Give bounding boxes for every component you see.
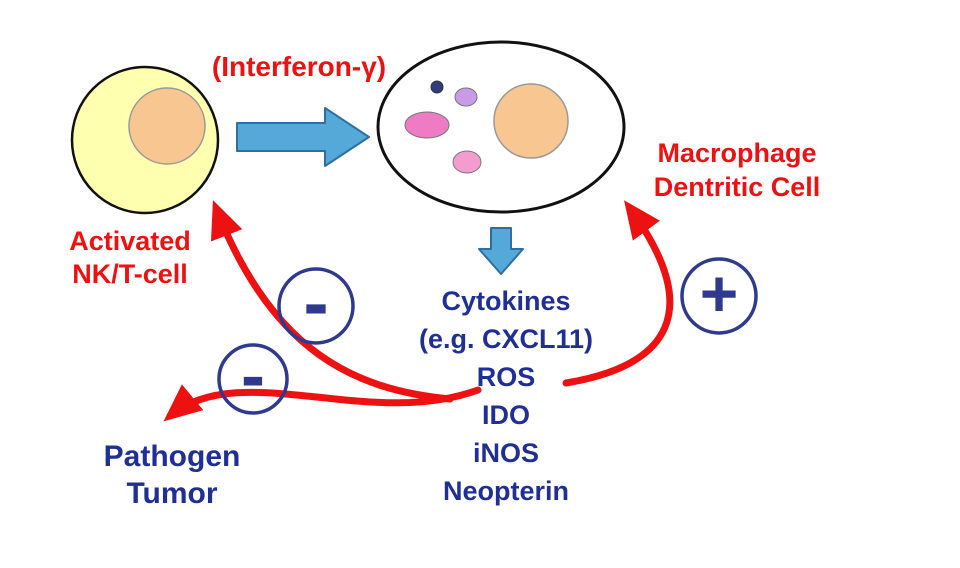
- interferon-gamma-label: (Interferon-γ): [212, 51, 386, 82]
- inhibit-arrow-to-pathogen: [163, 384, 482, 422]
- minus-sign-nk: -: [303, 261, 328, 346]
- mediator-ido: IDO: [482, 400, 530, 430]
- nk-t-cell-nucleus: [128, 87, 206, 165]
- mediator-neopterin: Neopterin: [443, 476, 569, 506]
- organelle-pink-vesicle-large: [404, 111, 450, 139]
- minus-circle-nk: [277, 267, 355, 345]
- secretion-arrow: [478, 227, 524, 275]
- interferon-signal-arrow: [236, 107, 370, 167]
- minus-circle-pathogen: [217, 343, 289, 415]
- mediator-cytokines: Cytokines: [441, 286, 570, 316]
- pathogen-label-line1: Pathogen: [104, 440, 241, 473]
- mediator-inos: iNOS: [473, 438, 539, 468]
- pathogen-label-line2: Tumor: [126, 477, 217, 510]
- mediator-cxcl11: (e.g. CXCL11): [419, 324, 593, 354]
- organelle-pink-vesicle-small: [452, 150, 482, 174]
- nk-cell-label-line2: NK/T-cell: [72, 259, 188, 289]
- macrophage-label-line2: Dentritic Cell: [654, 172, 821, 202]
- minus-sign-pathogen: -: [241, 336, 265, 416]
- organelle-purple-vesicle: [454, 87, 478, 107]
- inhibit-arrow-to-nk-cell: [211, 200, 454, 403]
- mediator-ros: ROS: [477, 362, 536, 392]
- macrophage-nucleus: [493, 83, 569, 159]
- plus-circle-macrophage: [680, 257, 758, 335]
- activate-arrow-to-macrophage: [562, 200, 674, 387]
- plus-sign-macrophage: +: [700, 256, 739, 330]
- nk-cell-label-line1: Activated: [69, 226, 191, 256]
- macrophage-label-line1: Macrophage: [657, 138, 816, 168]
- organelle-dot: [430, 80, 444, 94]
